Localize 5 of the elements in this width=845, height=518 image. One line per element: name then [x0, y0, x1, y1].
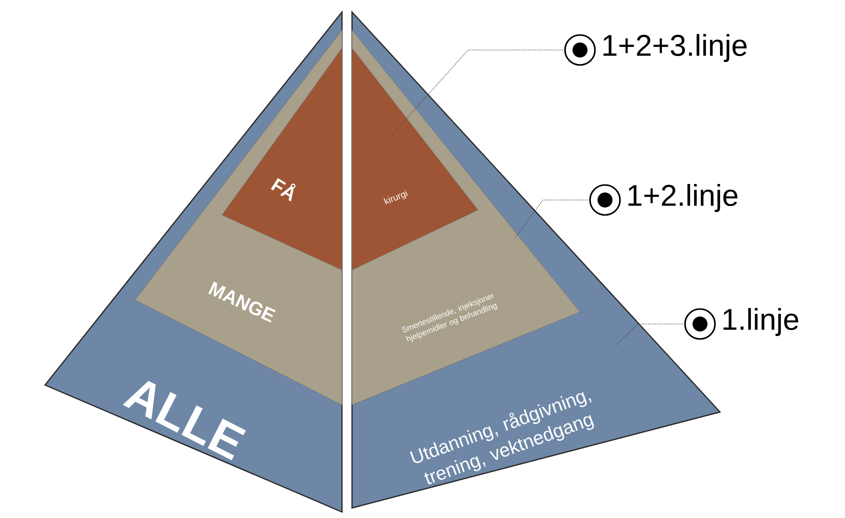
- callout-label: 1.linje: [724, 308, 798, 336]
- leader-line: [514, 200, 588, 238]
- leader-line: [614, 324, 684, 346]
- pyramid-band: kirurgi: [352, 48, 478, 270]
- pyramid-band: FÅ: [222, 48, 342, 270]
